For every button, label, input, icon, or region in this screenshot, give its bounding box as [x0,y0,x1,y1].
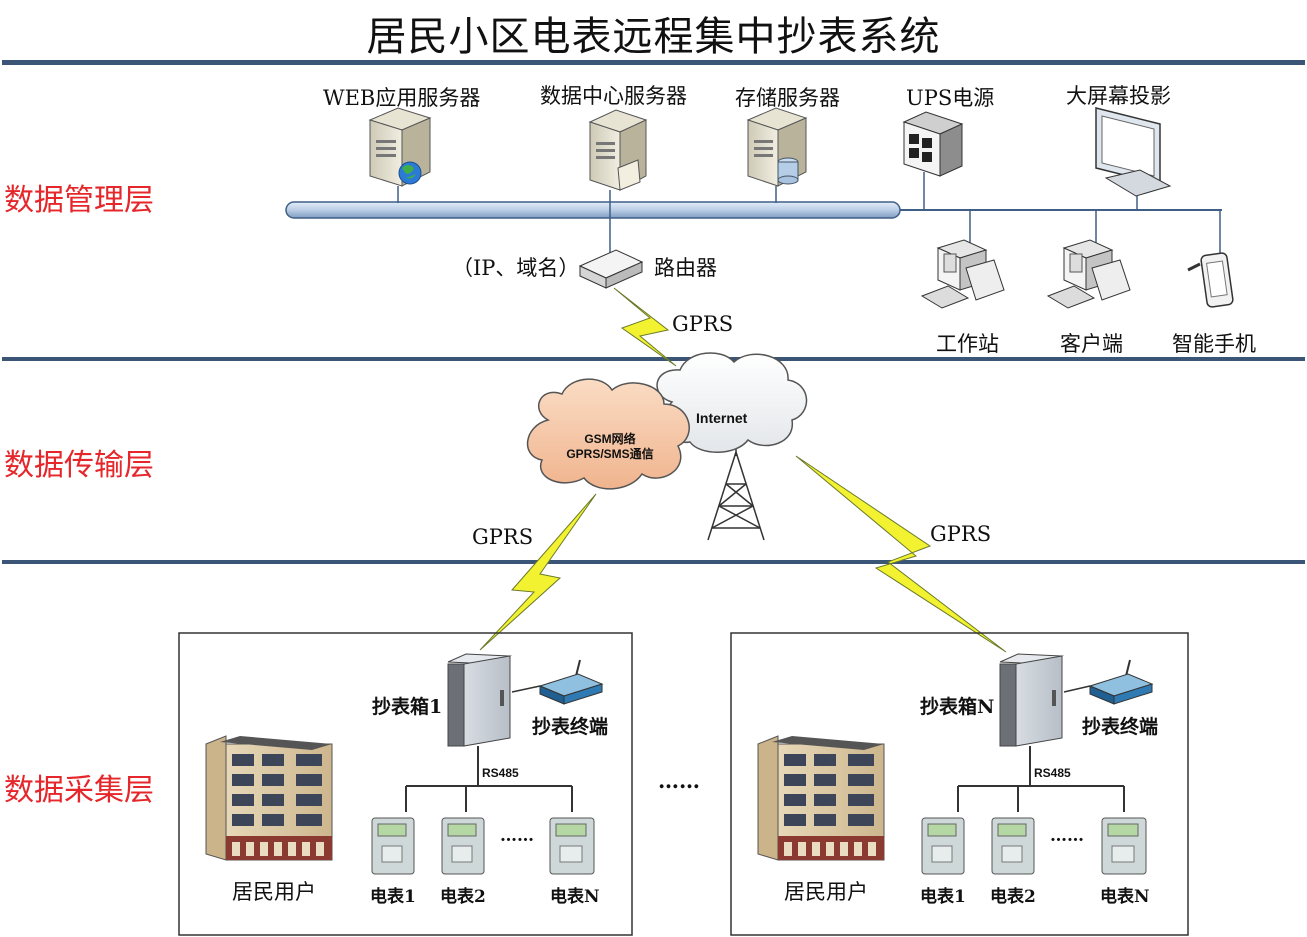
divider-top [2,60,1305,65]
smartphone-label: 智能手机 [1172,332,1256,356]
meter-n1-label: 电表1 [920,887,966,907]
terminal-icon-n [1088,659,1154,705]
meter-dots-n: …… [1050,826,1084,846]
meter-icon-1a [371,817,415,875]
meter-icon-1b [441,817,485,875]
terminal-icon-1 [538,659,604,705]
network-bus [285,201,901,219]
internet-cloud [656,352,808,453]
gprs-left-label: GPRS [472,525,534,549]
web-server-label: WEB应用服务器 [323,86,481,110]
meter-box-1-label: 抄表箱1 [372,696,443,718]
rs485-n-label: RS485 [1034,766,1071,780]
terminal-n-label: 抄表终端 [1082,716,1159,738]
meter-n-label: 电表N [550,887,600,907]
big-screen-icon [1095,107,1172,197]
lightning-top [613,287,677,367]
smartphone-icon [1187,252,1234,308]
meter-icon-nb [991,817,1035,875]
group-frame-1 [178,632,633,936]
gsm-network-label: GSM网络 [584,432,636,446]
gprs-sms-label: GPRS/SMS通信 [566,447,654,461]
meter-n2-label: 电表2 [990,887,1036,907]
divider-mid1 [2,357,1305,361]
divider-mid2 [2,560,1305,564]
layer-label-collection: 数据采集层 [4,773,154,808]
meter-icon-nn [1101,817,1147,875]
tower-icon [707,440,765,541]
meter-box-icon-1 [447,653,512,747]
rs485-1-label: RS485 [482,766,519,780]
ups-label: UPS电源 [906,86,995,110]
layer-label-management: 数据管理层 [4,183,154,218]
layer-label-transmission: 数据传输层 [4,448,154,483]
building-icon-1 [205,735,333,861]
meter-2-label: 电表2 [440,887,486,907]
client-icon [1046,239,1131,309]
internet-label: Internet [696,410,748,426]
lightning-right [795,455,1007,653]
client-label: 客户端 [1060,332,1123,356]
lightning-left [479,493,597,651]
meter-1-label: 电表1 [370,887,416,907]
meter-nn-label: 电表N [1100,887,1150,907]
meter-icon-na [921,817,965,875]
gprs-top-label: GPRS [672,312,734,336]
meter-box-n-label: 抄表箱N [920,696,995,718]
storage-server-icon [746,107,808,187]
router-address-label: （IP、域名） [452,256,580,280]
storage-server-label: 存储服务器 [735,86,840,110]
router-label: 路由器 [654,256,717,280]
projector-label: 大屏幕投影 [1066,84,1171,108]
meter-box-icon-n [999,653,1064,747]
workstation-label: 工作站 [936,332,999,356]
ups-icon [902,111,964,177]
meter-icon-1n [549,817,595,875]
meter-dots-1: …… [500,826,534,846]
data-center-server-label: 数据中心服务器 [540,84,687,108]
residents-1-label: 居民用户 [232,880,316,904]
workstation-icon [920,239,1005,309]
router-icon [578,249,644,289]
gsm-cloud [526,378,690,490]
group-frame-n [730,632,1189,936]
terminal-1-label: 抄表终端 [532,716,609,738]
residents-n-label: 居民用户 [784,880,868,904]
gsm-cloud-label: GSM网络 GPRS/SMS通信 [550,432,670,462]
gprs-right-label: GPRS [930,522,992,546]
page-title: 居民小区电表远程集中抄表系统 [366,14,941,60]
data-center-server-icon [588,109,648,191]
building-icon-n [757,735,885,861]
group-dots: …… [658,768,700,793]
web-server-icon [368,107,432,187]
